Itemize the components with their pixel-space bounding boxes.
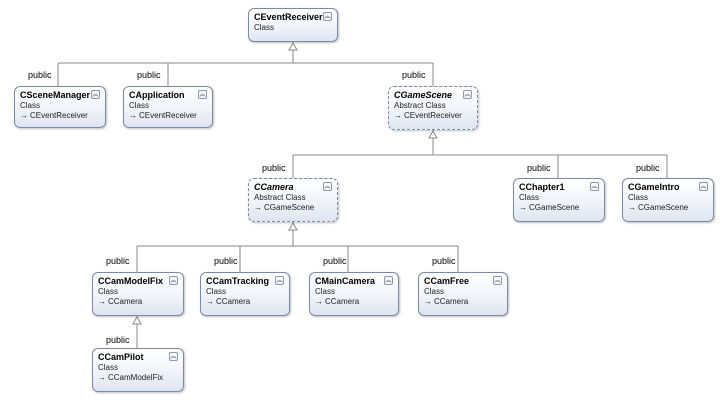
class-name: CEventReceiver [254,12,323,22]
inherit-arrow-icon: → [315,297,323,306]
class-name: CGameIntro [628,182,680,192]
class-box-ceventreceiver[interactable]: CEventReceiver Class ︽ [248,8,338,42]
chevron-double-up-icon[interactable]: ︽ [198,90,207,99]
connector-label: public [28,70,52,80]
class-kind: Class [20,101,41,110]
base-class: →CCamera [206,297,251,306]
chevron-double-up-icon[interactable]: ︽ [91,90,100,99]
class-kind: Class [206,287,227,296]
class-kind: Class [129,101,150,110]
inherit-arrow-icon: → [424,297,432,306]
base-class: →CCamera [98,297,143,306]
base-class: →CGameScene [628,203,689,212]
class-kind: Class [98,287,119,296]
chevron-double-up-icon[interactable]: ︽ [323,12,332,21]
class-box-cgamescene[interactable]: CGameScene Abstract Class →CEventReceive… [388,86,478,130]
class-box-ccamera[interactable]: CCamera Abstract Class →CGameScene ︽ [248,178,338,222]
chevron-double-up-icon[interactable]: ︽ [275,276,284,285]
inherit-arrow-icon: → [254,203,262,212]
class-kind: Class [98,363,119,372]
base-class: →CCamModelFix [98,373,164,382]
connector-label: public [106,256,130,266]
class-name: CCamModelFix [98,276,164,286]
class-box-ccampilot[interactable]: CCamPilot Class →CCamModelFix ︽ [92,348,184,392]
inherit-arrow-icon: → [206,297,214,306]
class-kind: Class [424,287,445,296]
inherit-arrowhead [132,315,142,325]
class-kind: Abstract Class [254,193,306,202]
class-box-ccammodelfix[interactable]: CCamModelFix Class →CCamera ︽ [92,272,184,316]
class-kind: Class [254,23,275,32]
connector-label: public [402,70,426,80]
class-name: CCamPilot [98,352,144,362]
class-name: CCamTracking [206,276,270,286]
chevron-double-up-icon[interactable]: ︽ [384,276,393,285]
class-name: CMainCamera [315,276,376,286]
connector-label: public [636,163,660,173]
class-kind: Class [519,193,540,202]
base-class: →CEventReceiver [394,111,462,120]
base-class: →CGameScene [519,203,580,212]
connector-label: public [323,256,347,266]
class-name: CCamera [254,182,294,192]
inherit-arrow-icon: → [98,373,106,382]
class-box-cscenemanager[interactable]: CSceneManager Class →CEventReceiver ︽ [14,86,106,128]
connector-label: public [214,256,238,266]
class-kind: Class [628,193,649,202]
class-box-ccamtracking[interactable]: CCamTracking Class →CCamera ︽ [200,272,290,316]
connector-label: public [262,163,286,173]
inherit-arrow-icon: → [394,111,402,120]
class-name: CGameScene [394,90,453,100]
inherit-arrowhead [288,41,298,51]
class-kind: Abstract Class [394,101,446,110]
inherit-arrow-icon: → [628,203,636,212]
inherit-arrow-icon: → [519,203,527,212]
base-class: →CEventReceiver [20,111,88,120]
base-class: →CCamera [424,297,469,306]
class-box-cmaincamera[interactable]: CMainCamera Class →CCamera ︽ [309,272,399,316]
class-box-cgameintro[interactable]: CGameIntro Class →CGameScene ︽ [622,178,714,222]
connector-label: public [137,70,161,80]
class-box-cchapter1[interactable]: CChapter1 Class →CGameScene ︽ [513,178,605,222]
class-name: CCamFree [424,276,470,286]
class-name: CApplication [129,90,185,100]
inherit-arrowhead [428,129,438,139]
chevron-double-up-icon[interactable]: ︽ [169,276,178,285]
inherit-arrowhead [288,221,298,231]
chevron-double-up-icon[interactable]: ︽ [323,182,332,191]
inherit-arrow-icon: → [129,111,137,120]
base-class: →CCamera [315,297,360,306]
chevron-double-up-icon[interactable]: ︽ [699,182,708,191]
base-class: →CEventReceiver [129,111,197,120]
connector-label: public [432,256,456,266]
chevron-double-up-icon[interactable]: ︽ [463,90,472,99]
class-kind: Class [315,287,336,296]
chevron-double-up-icon[interactable]: ︽ [590,182,599,191]
inherit-arrow-icon: → [98,297,106,306]
connector-label: public [106,335,130,345]
connector-label: public [527,163,551,173]
chevron-double-up-icon[interactable]: ︽ [169,352,178,361]
chevron-double-up-icon[interactable]: ︽ [493,276,502,285]
class-name: CChapter1 [519,182,565,192]
inherit-arrow-icon: → [20,111,28,120]
class-box-ccamfree[interactable]: CCamFree Class →CCamera ︽ [418,272,508,316]
class-name: CSceneManager [20,90,91,100]
class-box-capplication[interactable]: CApplication Class →CEventReceiver ︽ [123,86,213,128]
base-class: →CGameScene [254,203,315,212]
